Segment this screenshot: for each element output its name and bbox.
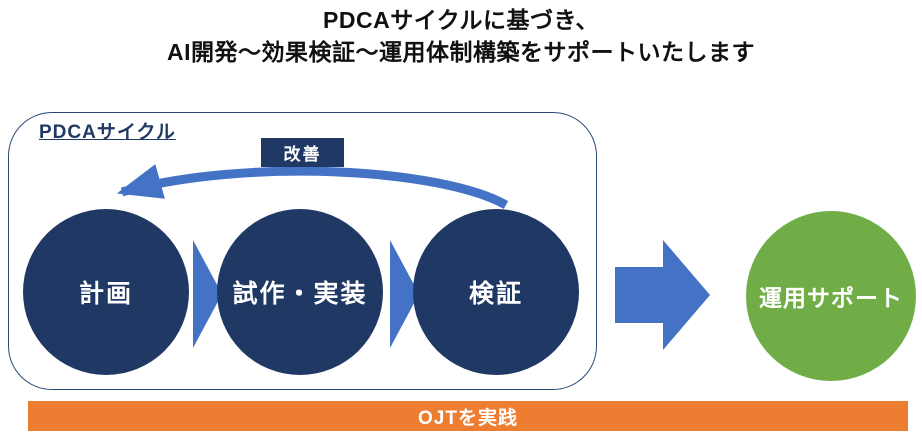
ojt-bar: OJTを実践 — [28, 401, 908, 431]
outcome-label: 運用サポート — [759, 285, 903, 311]
step-circle-prototype: 試作・実装 — [217, 209, 383, 375]
slide-title: PDCAサイクルに基づき、 AI開発～効果検証～運用体制構築をサポートいたします — [0, 4, 922, 68]
step-circle-verify: 検証 — [413, 209, 579, 375]
feedback-curved-arrow — [116, 164, 509, 209]
step-circle-plan: 計画 — [23, 209, 189, 375]
pdca-cycle-container: PDCAサイクル — [8, 112, 597, 390]
step-label-prototype: 試作・実装 — [232, 280, 368, 308]
outcome-circle: 運用サポート — [746, 211, 916, 381]
step-label-plan: 計画 — [78, 280, 133, 308]
title-line-2: AI開発～効果検証～運用体制構築をサポートいたします — [167, 39, 755, 65]
ojt-label: OJTを実践 — [418, 407, 518, 429]
step-connector-arrow-1 — [193, 240, 222, 348]
step-connector-arrow-2 — [390, 240, 419, 348]
transition-big-arrow — [615, 240, 710, 350]
step-label-verify: 検証 — [468, 280, 523, 308]
improvement-label-box: 改善 — [261, 138, 344, 167]
pdca-cycle-label: PDCAサイクル — [39, 122, 176, 143]
title-line-1: PDCAサイクルに基づき、 — [323, 7, 599, 33]
improvement-label: 改善 — [283, 145, 322, 164]
